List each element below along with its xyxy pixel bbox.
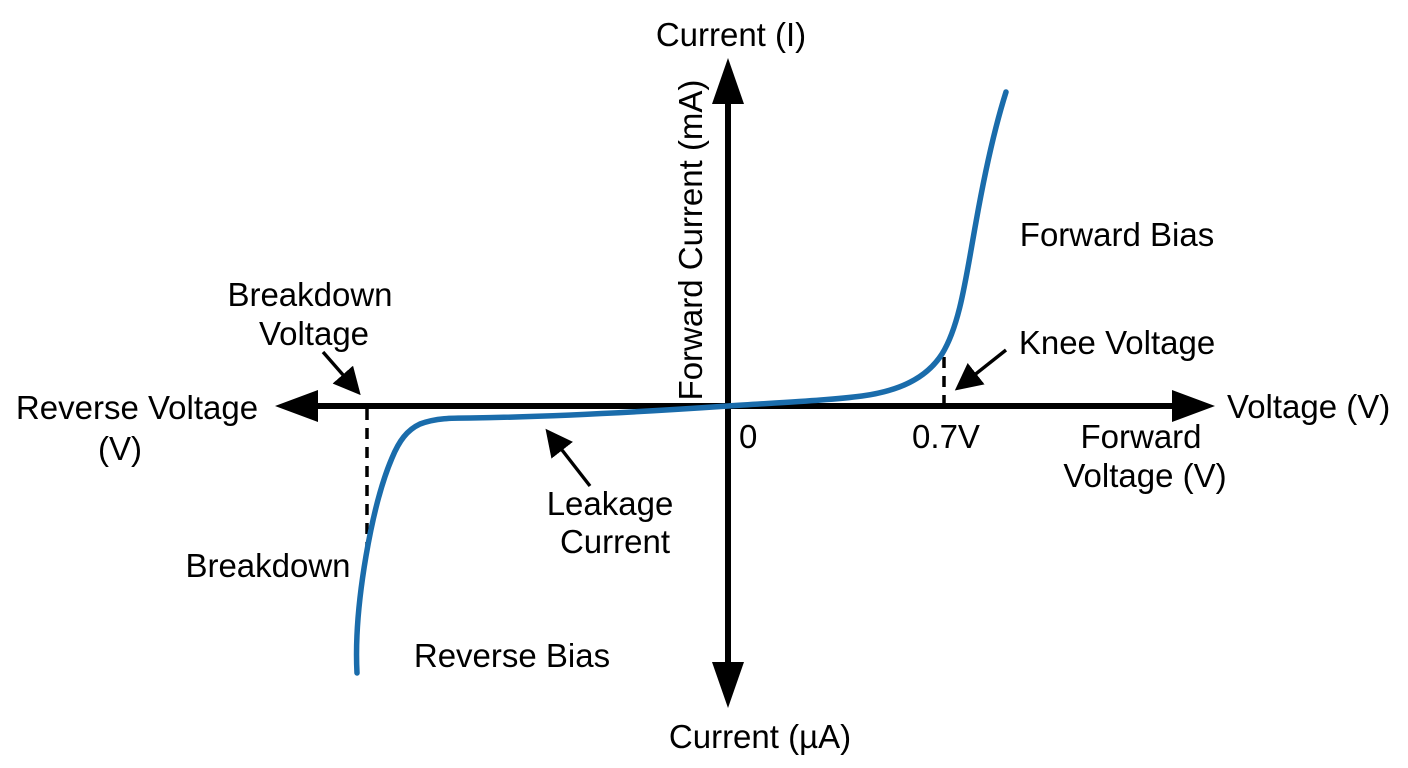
forward-voltage-label-line1: Forward xyxy=(1080,418,1201,455)
y-axis-forward-unit-label: Forward Current (mA) xyxy=(672,80,709,401)
forward-bias-label: Forward Bias xyxy=(1020,216,1214,253)
breakdown-label: Breakdown xyxy=(185,547,350,584)
y-axis-top-arrowhead xyxy=(712,58,744,104)
knee-voltage-arrow xyxy=(954,348,1008,391)
knee-voltage-value-label: 0.7V xyxy=(912,418,980,455)
y-axis-bottom-arrowhead xyxy=(712,662,744,708)
leakage-current-arrow xyxy=(545,428,592,488)
forward-voltage-label-line2: Voltage (V) xyxy=(1063,457,1226,494)
breakdown-voltage-arrow xyxy=(321,350,361,396)
reverse-voltage-label-line2: (V) xyxy=(98,430,142,467)
x-axis-title: Voltage (V) xyxy=(1227,388,1390,425)
reverse-bias-label: Reverse Bias xyxy=(414,637,610,674)
y-axis-reverse-unit-label: Current (µA) xyxy=(669,718,851,755)
y-axis-title: Current (I) xyxy=(656,16,806,53)
breakdown-voltage-label-line2: Voltage xyxy=(259,315,369,352)
reverse-voltage-label-line1: Reverse Voltage xyxy=(16,389,258,426)
leakage-current-label-line2: Current xyxy=(560,523,670,560)
x-axis-left-arrowhead xyxy=(275,390,318,422)
breakdown-voltage-label-line1: Breakdown xyxy=(227,276,392,313)
diode-iv-curve xyxy=(353,89,1009,676)
origin-label: 0 xyxy=(739,418,757,455)
knee-voltage-label: Knee Voltage xyxy=(1019,324,1215,361)
leakage-current-label-line1: Leakage xyxy=(547,485,674,522)
x-axis-right-arrowhead xyxy=(1172,390,1215,422)
